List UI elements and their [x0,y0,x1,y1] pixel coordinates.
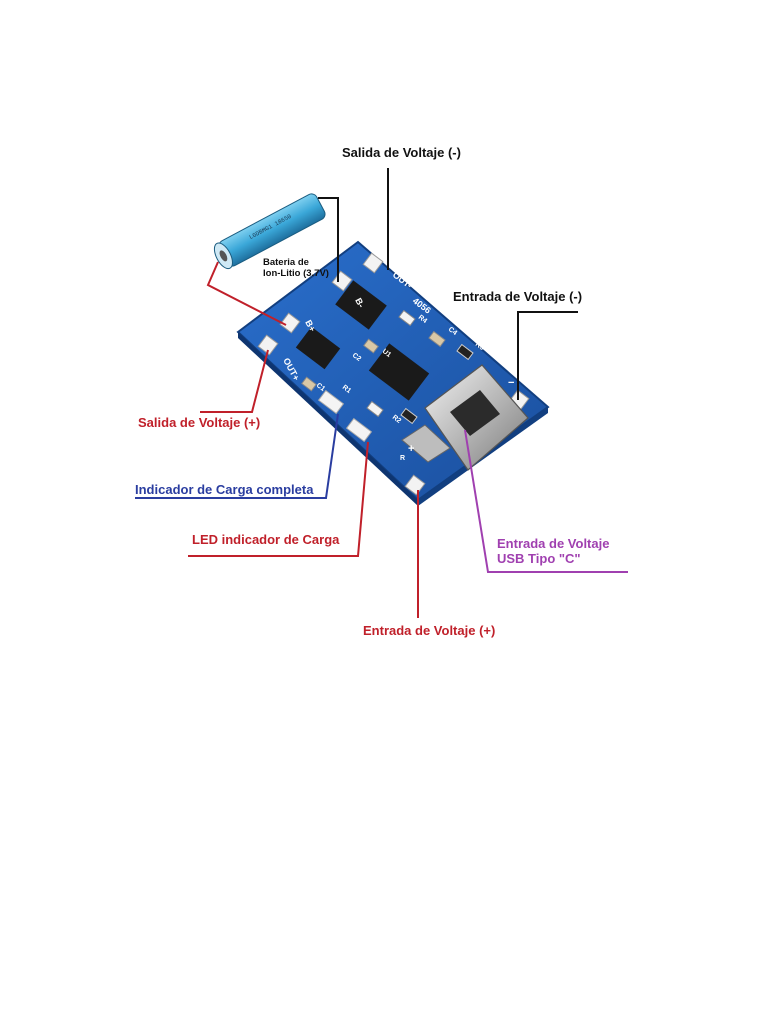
silk-u1: U1 [381,348,392,359]
smd-c2 [363,338,379,354]
label-usb-line2: USB Tipo "C" [497,550,581,566]
leader-full-charge [135,413,339,499]
chip-dw01 [295,326,341,370]
silk-b-minus: B- [353,296,366,309]
leader-battery-neg [318,197,339,282]
label-out-pos: Salida de Voltaje (+) [138,415,261,430]
smd-c1 [301,376,317,392]
silk-b-plus: B+ [303,318,317,333]
silk-r3: R3 [474,341,485,352]
leader-charge-led [188,441,369,557]
pad-out-plus [257,334,279,356]
pad-b-plus [279,312,301,334]
silk-r4: R4 [417,314,428,325]
silk-c4: C4 [447,326,458,337]
silk-c2: C2 [351,352,362,363]
label-battery: Bateria de Ion-Litio (3.7V) [263,257,329,280]
smd-r2 [400,407,418,425]
label-charge-led: LED indicador de Carga [192,532,340,547]
silk-r2: R2 [391,414,402,425]
smd-r4 [398,309,416,327]
smd-r1 [366,400,384,418]
smd-c4 [428,330,446,348]
leader-battery-pos [206,261,287,326]
label-full-charge: Indicador de Carga completa [135,482,314,497]
label-battery-line2: Ion-Litio (3.7V) [263,267,329,279]
pad-in-plus [404,474,426,496]
chip-tp4056 [368,343,430,401]
smd-r3 [456,343,474,361]
silk-minus: − [508,377,514,389]
battery-icon: LGDBMG1 18650 [213,193,326,270]
label-in-pos: Entrada de Voltaje (+) [363,623,496,638]
leader-in-neg [517,311,578,400]
silk-c1: C1 [315,382,326,393]
silk-r1: R1 [341,384,352,395]
led-charging [345,417,373,443]
label-battery-line1: Bateria de [263,257,309,268]
pad-out-minus [362,252,384,274]
leader-usb [464,429,628,573]
label-usb-line1: Entrada de Voltaje [497,536,610,551]
label-usb: Entrada de Voltaje USB Tipo "C" [497,536,610,567]
pcb-board: B- B+ OUT- OUT+ 4056 − + C4 R3 R1 R2 R4 … [236,240,550,506]
led-full-charge [317,389,345,415]
silk-plus: + [408,443,414,455]
usb-c-connector [401,364,529,471]
label-out-neg: Salida de Voltaje (-) [342,145,461,160]
leader-out-pos [200,349,269,413]
silk-r-top: R [400,455,405,462]
label-in-neg: Entrada de Voltaje (-) [453,289,583,304]
chip-mosfet [335,280,387,330]
